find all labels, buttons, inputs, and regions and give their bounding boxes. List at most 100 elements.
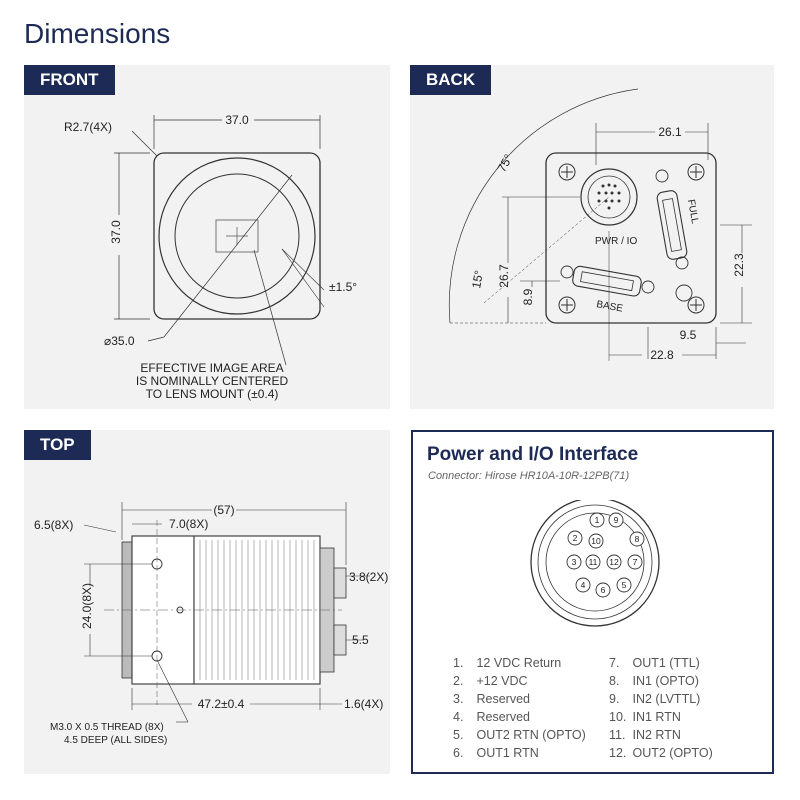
front-view-panel: FRONT 37.0 37.0 R2.7(4X) ⌀35.0 ±1.5° E: [24, 65, 390, 409]
pin-num: 11.: [609, 728, 626, 742]
top-dim-1-6: 1.6(4X): [344, 697, 383, 711]
back-dim-left-b: 8.9: [521, 288, 535, 305]
angle-15: 15°: [469, 269, 486, 290]
screw-icons: [558, 163, 705, 314]
note-line-2: IS NOMINALLY CENTERED: [136, 374, 289, 388]
back-dim-bottom-a: 9.5: [680, 328, 697, 342]
top-dim-47: 47.2±0.4: [198, 697, 245, 711]
connector-pin-4: 4: [575, 577, 591, 593]
pin-row: 1. 12 VDC Return: [453, 654, 586, 672]
svg-text:7: 7: [633, 557, 638, 567]
back-dim-right: 22.3: [732, 253, 746, 277]
pin-num: 12.: [609, 746, 627, 760]
top-view-panel: TOP: [24, 430, 390, 774]
connector-pin-5: 5: [616, 577, 632, 593]
pin-label: OUT2 (OPTO): [632, 746, 713, 760]
back-dim-bottom-b: 22.8: [650, 348, 674, 362]
pin-num: 3.: [453, 692, 464, 706]
pin-row: 10. IN1 RTN: [609, 708, 713, 726]
pin-num: 5.: [453, 728, 464, 742]
pin-label: OUT1 (TTL): [632, 656, 700, 670]
back-drawing: PWR / IO FULL BASE 75° 15° 26.1: [448, 88, 752, 362]
connector-pin-9: 9: [608, 512, 624, 528]
pin-label: IN1 (OPTO): [632, 674, 699, 688]
connector-pin-6: 6: [595, 582, 611, 598]
base-label: BASE: [595, 299, 624, 315]
angle-75: 75°: [494, 152, 515, 175]
pin-label: OUT1 RTN: [476, 746, 539, 760]
pin-label: 12 VDC Return: [476, 656, 562, 670]
top-dim-overall: (57): [213, 503, 234, 517]
note-line-3: TO LENS MOUNT (±0.4): [146, 387, 279, 401]
pin-num: 8.: [609, 674, 620, 688]
top-dim-5-5: 5.5: [352, 633, 369, 647]
io-title: Power and I/O Interface: [427, 444, 639, 465]
pin-row: 3. Reserved: [453, 690, 586, 708]
pin-num: 10.: [609, 710, 627, 724]
svg-text:12: 12: [609, 557, 619, 567]
radius-label: R2.7(4X): [64, 120, 112, 134]
back-dim-left-a: 26.7: [497, 264, 511, 288]
svg-text:10: 10: [591, 536, 601, 546]
top-dim-3-8: 3.8(2X): [349, 570, 388, 584]
full-connector-icon: [656, 190, 688, 260]
note-line-1: EFFECTIVE IMAGE AREA: [140, 361, 283, 375]
pin-label: +12 VDC: [476, 674, 528, 688]
thread-line-1: M3.0 X 0.5 THREAD (8X): [50, 722, 164, 733]
pin-row: 2. +12 VDC: [453, 672, 586, 690]
svg-text:2: 2: [573, 533, 578, 543]
pin-label: IN2 RTN: [632, 728, 681, 742]
page-title: Dimensions: [24, 18, 171, 49]
top-drawing: (57) 7.0(8X) 6.5(8X) 24.0(8X) 3.8(2X) 5.…: [34, 502, 388, 746]
svg-text:4: 4: [581, 580, 586, 590]
svg-text:11: 11: [589, 557, 598, 567]
pin-row: 7. OUT1 (TTL): [609, 654, 713, 672]
svg-text:1: 1: [595, 515, 600, 525]
svg-text:6: 6: [601, 585, 606, 595]
lens-mount-inner: [174, 173, 300, 299]
power-io-panel: Power and I/O Interface Connector: Hiros…: [411, 430, 774, 774]
back-tab: BACK: [410, 65, 492, 95]
svg-text:5: 5: [622, 580, 627, 590]
pin-label: OUT2 RTN (OPTO): [476, 728, 586, 742]
svg-text:9: 9: [614, 515, 619, 525]
front-width-dim: 37.0: [225, 113, 249, 127]
pin-row: 8. IN1 (OPTO): [609, 672, 713, 690]
base-connector-icon: [572, 265, 642, 297]
connector-pin-1: 1: [589, 512, 605, 528]
front-tab: FRONT: [24, 65, 115, 95]
top-dim-7: 7.0(8X): [169, 517, 208, 531]
pin-row: 9. IN2 (LVTTL): [609, 690, 713, 708]
io-connector: Connector: Hirose HR10A-10R-12PB(71): [428, 470, 630, 482]
connector-pin-3: 3: [566, 554, 582, 570]
connector-pin-12: 12: [606, 554, 622, 570]
front-body-outline: [153, 152, 321, 320]
connector-pin-10: 10: [588, 533, 604, 549]
back-dim-top: 26.1: [658, 125, 682, 139]
pin-label: IN1 RTN: [632, 710, 681, 724]
pin-row: 4. Reserved: [453, 708, 586, 726]
thread-line-2: 4.5 DEEP (ALL SIDES): [64, 735, 167, 746]
pin-label: Reserved: [476, 710, 530, 724]
pin-row: 6. OUT1 RTN: [453, 744, 586, 762]
diameter-label: ⌀35.0: [104, 334, 135, 348]
connector-pin-7: 7: [627, 554, 643, 570]
back-body-outline: [545, 152, 717, 324]
pin-row: 5. OUT2 RTN (OPTO): [453, 726, 586, 744]
led-icon: [675, 284, 693, 302]
pin-num: 4.: [453, 710, 464, 724]
pin-num: 6.: [453, 746, 464, 760]
svg-text:8: 8: [635, 534, 640, 544]
pin-num: 2.: [453, 674, 464, 688]
front-drawing: 37.0 37.0 R2.7(4X) ⌀35.0 ±1.5° EFFECTIVE…: [64, 113, 357, 401]
front-height-dim: 37.0: [109, 220, 123, 244]
pin-num: 1.: [453, 656, 464, 670]
connector-pin-8: 8: [629, 531, 645, 547]
pin-row: 11. IN2 RTN: [609, 726, 713, 744]
pin-list-right: 7. OUT1 (TTL) 8. IN1 (OPTO) 9. IN2 (LVTT…: [609, 654, 713, 762]
back-view-panel: BACK PWR / IO FULL: [410, 65, 774, 409]
pin-label: IN2 (LVTTL): [632, 692, 701, 706]
connector-pin-2: 2: [567, 530, 583, 546]
tolerance-label: ±1.5°: [329, 280, 357, 294]
